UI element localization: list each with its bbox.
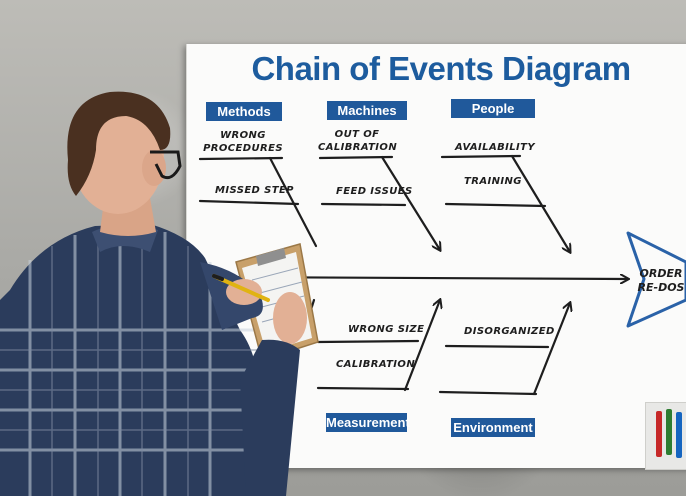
green-marker bbox=[666, 409, 672, 455]
cause-disorganized: DISORGANIZED bbox=[464, 326, 555, 337]
bone-measurement bbox=[403, 300, 440, 392]
ear bbox=[142, 150, 166, 186]
hair bbox=[67, 91, 171, 196]
right-hand bbox=[273, 292, 307, 344]
category-machines: Machines bbox=[327, 101, 407, 120]
category-measurement: Measurement bbox=[326, 413, 410, 432]
outcome-head bbox=[626, 231, 686, 328]
category-people: People bbox=[451, 99, 535, 118]
bone-environment bbox=[532, 303, 570, 396]
category-methods: Methods bbox=[206, 102, 282, 121]
clipboard-clip bbox=[256, 248, 286, 266]
right-arm-sleeve bbox=[240, 339, 300, 496]
cause-missed-step: MISSED STEP bbox=[215, 185, 294, 196]
blue-marker bbox=[676, 412, 682, 458]
cause-wrong-size: WRONG SIZE bbox=[348, 324, 425, 335]
glasses bbox=[150, 150, 182, 180]
cause-calibration: CALIBRATION bbox=[336, 359, 416, 370]
bone-methods bbox=[268, 156, 318, 248]
diagram-title: Chain of Events Diagram bbox=[251, 50, 631, 87]
category-environment: Environment bbox=[451, 418, 535, 437]
cause-availability: AVAILABILITY bbox=[455, 142, 535, 153]
marker-tray bbox=[645, 402, 686, 470]
cause-feed-issues: FEED ISSUES bbox=[336, 186, 413, 197]
bone-machines bbox=[380, 155, 440, 250]
bone-people bbox=[510, 154, 570, 252]
red-marker bbox=[656, 411, 662, 457]
cause-training: TRAINING bbox=[464, 176, 522, 187]
plaid-shirt bbox=[0, 224, 259, 496]
